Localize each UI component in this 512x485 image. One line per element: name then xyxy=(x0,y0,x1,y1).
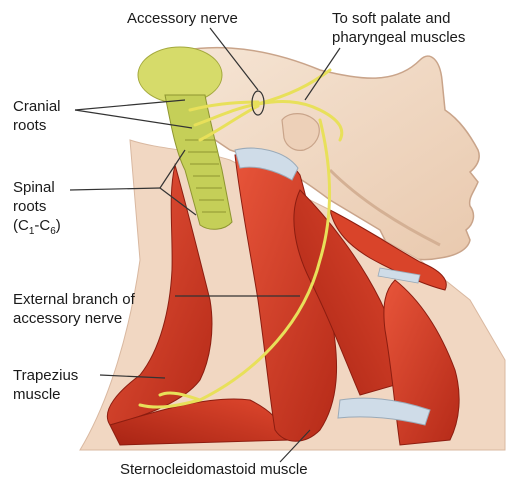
cranial-roots-label: Cranial roots xyxy=(13,97,61,135)
accessory-nerve-label: Accessory nerve xyxy=(127,9,238,28)
sternocleidomastoid-label: Sternocleidomastoid muscle xyxy=(120,460,308,479)
external-branch-line-2: accessory nerve xyxy=(13,309,135,328)
soft-palate-line-1: To soft palate and xyxy=(332,9,465,28)
external-branch-line-1: External branch of xyxy=(13,290,135,309)
soft-palate-line-2: pharyngeal muscles xyxy=(332,28,465,47)
external-branch-label: External branch of accessory nerve xyxy=(13,290,135,328)
cranial-roots-line-2: roots xyxy=(13,116,61,135)
spinal-range-open: (C xyxy=(13,217,29,234)
sternocleidomastoid-text: Sternocleidomastoid muscle xyxy=(120,461,308,478)
trapezius-label: Trapezius muscle xyxy=(13,366,78,404)
trapezius-line-1: Trapezius xyxy=(13,366,78,385)
trapezius-line-2: muscle xyxy=(13,385,78,404)
accessory-nerve-text: Accessory nerve xyxy=(127,10,238,27)
spinal-roots-label: Spinal roots (C1-C6) xyxy=(13,178,61,235)
soft-palate-label: To soft palate and pharyngeal muscles xyxy=(332,9,465,47)
spinal-range-close: ) xyxy=(56,217,61,234)
spinal-roots-line-2: roots xyxy=(13,197,61,216)
cranial-roots-line-1: Cranial xyxy=(13,97,61,116)
spinal-roots-line-3: (C1-C6) xyxy=(13,216,61,235)
spinal-roots-line-1: Spinal xyxy=(13,178,61,197)
spinal-range-mid: -C xyxy=(34,217,50,234)
